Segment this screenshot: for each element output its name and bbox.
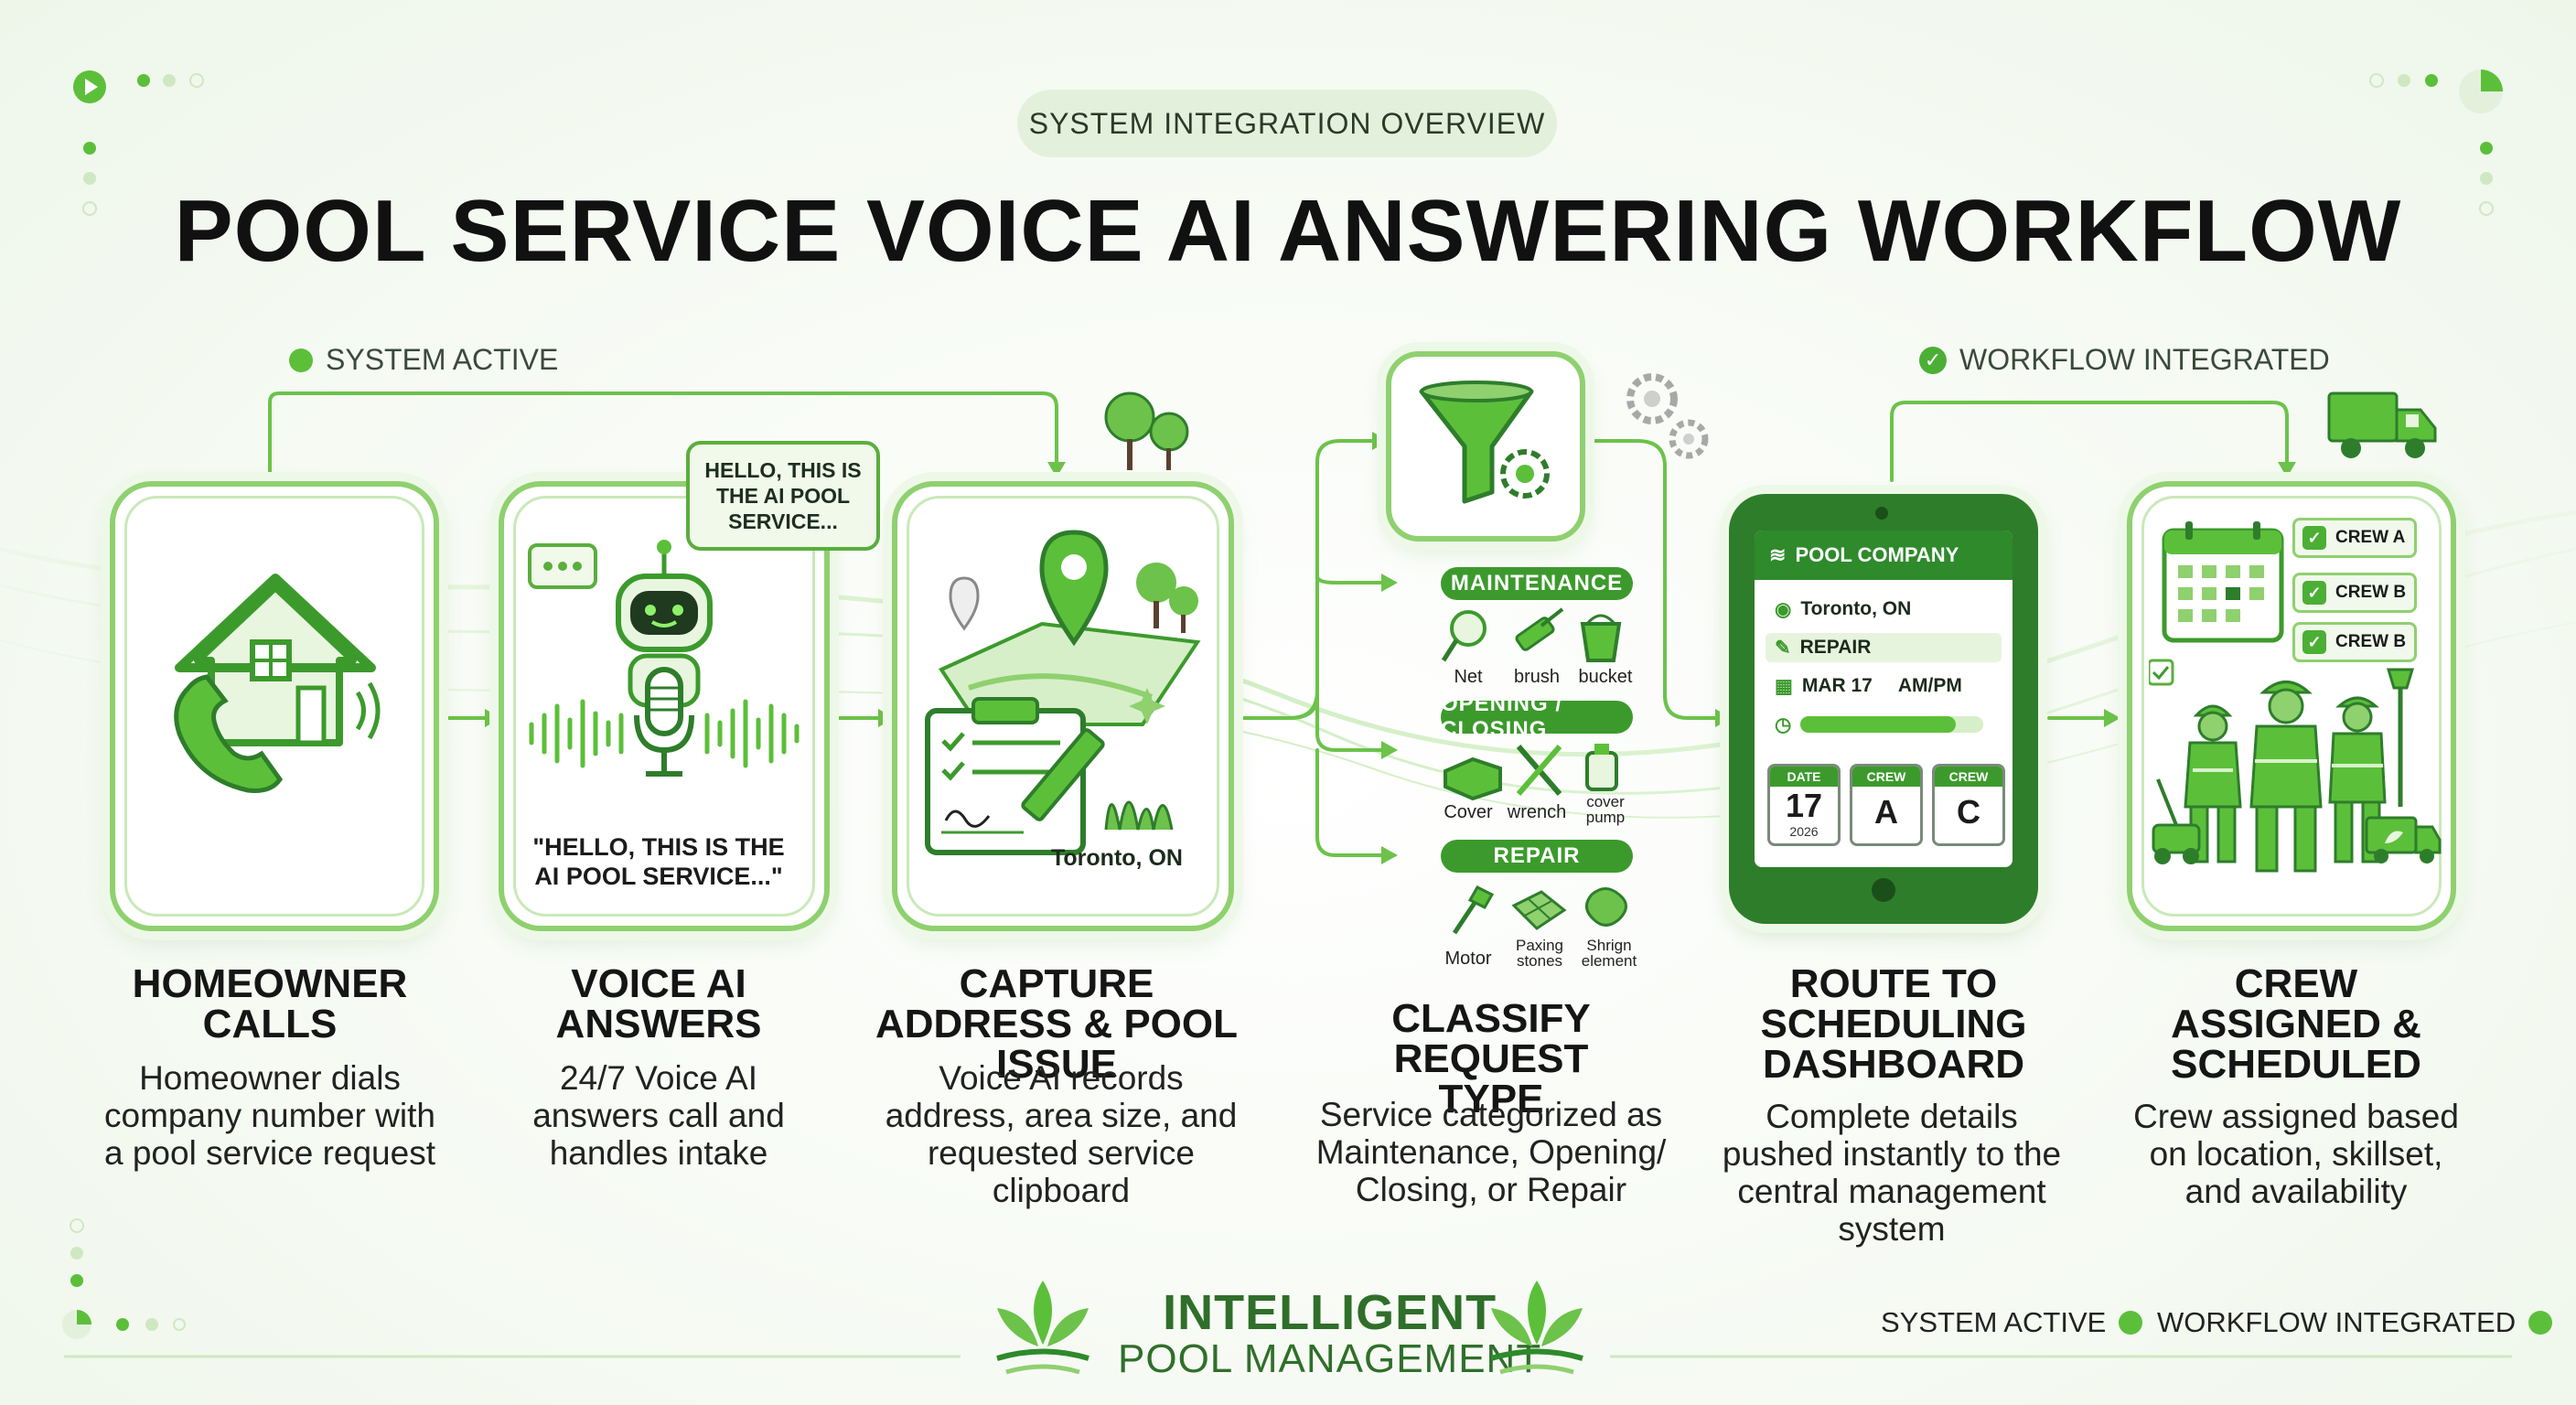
step-desc-voice-ai: 24/7 Voice AI answers call and handles i…: [532, 1059, 785, 1172]
brand-line1: INTELLIGENT: [1163, 1285, 1497, 1340]
progress-track: [1800, 716, 1984, 733]
step-desc-crew: Crew assigned based on location, skillse…: [2133, 1098, 2459, 1210]
category-repair: REPAIR: [1441, 840, 1633, 873]
item-bucket: bucket: [1578, 667, 1633, 687]
step-card-homeowner: [110, 481, 439, 931]
system-active-label: SYSTEM ACTIVE: [326, 343, 559, 376]
step-title-homeowner: HOMEOWNER CALLS: [132, 961, 408, 1046]
map-clipboard-icon: [925, 530, 1201, 855]
repair-tools-icon: [1452, 885, 1627, 935]
step-desc-homeowner: Homeowner dials company number with a po…: [104, 1059, 435, 1172]
gears-icon: [1626, 373, 1709, 459]
dashboard-header: ≋ POOL COMPANY: [1755, 531, 2012, 580]
brand-wordmark: INTELLIGENT POOL MANAGEMENT: [1118, 1288, 1541, 1381]
step-card-voice-ai: [499, 481, 830, 931]
step-desc-route: Complete details pushed instantly to the…: [1722, 1098, 2062, 1248]
step-desc-capture: Voice AI records address, area size, and…: [885, 1059, 1238, 1209]
step-title-route: ROUTE TO SCHEDULING DASHBOARD: [1760, 961, 2027, 1087]
step-card-crew: [2127, 481, 2456, 931]
status-dot-icon: [2119, 1311, 2143, 1335]
wave-logo-icon: ≋: [1769, 543, 1787, 566]
item-cover-pump: cover pump: [1585, 793, 1626, 826]
phone-house-icon: [174, 574, 381, 793]
calendar-small-icon: ▦: [1775, 675, 1793, 697]
ai-speech-bubble: HELLO, THIS IS THE AI POOL SERVICE...: [686, 441, 880, 551]
funnel-gear-icon: [1419, 381, 1550, 504]
dashboard-date: MAR 17: [1801, 675, 1873, 696]
step-title-voice-ai: VOICE AI ANSWERS: [555, 961, 762, 1046]
status-dot-icon: [289, 348, 313, 372]
dashboard-company: POOL COMPANY: [1795, 543, 1959, 566]
opening-closing-tools-icon: [1444, 744, 1618, 801]
check-circle-icon: ✓: [1919, 346, 1947, 374]
dashboard-progress-row: ◷: [1766, 710, 2002, 739]
footer-workflow-integrated: WORKFLOW INTEGRATED: [2157, 1306, 2553, 1339]
capture-location-label: Toronto, ON: [1051, 845, 1183, 871]
status-dot-icon: [2528, 1311, 2553, 1335]
workflow-integrated-status: ✓ WORKFLOW INTEGRATED: [1919, 343, 2330, 377]
classify-funnel-card: [1386, 351, 1585, 542]
system-active-status: SYSTEM ACTIVE: [289, 343, 558, 377]
step-title-classify: CLASSIFY REQUEST TYPE: [1391, 996, 1591, 1121]
item-wrench: wrench: [1507, 802, 1567, 822]
crew-chip-b-2: ✓CREW B: [2292, 622, 2417, 662]
leaf-logo-right-icon: [1490, 1281, 1583, 1375]
wrench-icon: ✎: [1775, 637, 1791, 659]
leaf-logo-left-icon: [996, 1281, 1089, 1375]
dashboard-date-row: ▦ MAR 17 AM/PM: [1766, 671, 2002, 701]
scheduling-dashboard-tablet: ≋ POOL COMPANY ◉ Toronto, ON ✎ REPAIR ▦ …: [1729, 494, 2038, 924]
item-paving-stones: Paxing stones: [1516, 937, 1563, 970]
check-icon: ✓: [2302, 526, 2326, 550]
step-title-crew: CREW ASSIGNED & SCHEDULED: [2171, 961, 2421, 1087]
maintenance-tools-icon: [1441, 607, 1622, 662]
item-brush: brush: [1513, 667, 1561, 687]
truck-icon: [2327, 391, 2437, 458]
dashboard-crew-c-box: CREW C: [1932, 764, 2005, 846]
crew-chip-a: ✓CREW A: [2292, 518, 2417, 558]
dashboard-service: REPAIR: [1799, 637, 1872, 658]
check-icon: ✓: [2302, 581, 2326, 605]
robot-icon: [528, 540, 800, 777]
section-pill: SYSTEM INTEGRATION OVERVIEW: [1017, 90, 1557, 157]
dashboard-location-row: ◉ Toronto, ON: [1766, 595, 2002, 624]
calendar-icon: [2162, 521, 2284, 643]
dashboard-date-box: DATE 17 2026: [1767, 764, 1841, 846]
item-net: Net: [1454, 667, 1483, 687]
crew-chip-b: ✓CREW B: [2292, 573, 2417, 613]
dashboard-service-row: ✎ REPAIR: [1766, 633, 2002, 662]
item-cover: Cover: [1444, 802, 1493, 822]
dashboard-time: AM/PM: [1897, 675, 1962, 696]
ai-greeting-quote: "HELLO, THIS IS THE AI POOL SERVICE...": [532, 833, 785, 890]
item-motor: Motor: [1444, 949, 1492, 969]
dashboard-location: Toronto, ON: [1800, 598, 1912, 619]
brand-line2: POOL MANAGEMENT: [1118, 1336, 1542, 1381]
step-card-capture: Toronto, ON: [892, 481, 1234, 931]
item-shrign-element: Shrign element: [1581, 937, 1637, 970]
pin-icon: ◉: [1775, 598, 1792, 620]
footer-system-active: SYSTEM ACTIVE: [1881, 1306, 2143, 1339]
clock-icon: ◷: [1775, 713, 1792, 735]
progress-fill: [1800, 716, 1957, 733]
page-title: POOL SERVICE VOICE AI ANSWERING WORKFLOW: [174, 182, 2402, 280]
tablet-home-button: [1872, 878, 1895, 902]
category-opening-closing: OPENING / CLOSING: [1441, 692, 1633, 742]
step-desc-classify: Service categorized as Maintenance, Open…: [1315, 1096, 1667, 1208]
category-maintenance: MAINTENANCE: [1441, 567, 1633, 600]
check-icon: ✓: [2302, 630, 2326, 654]
workflow-integrated-label: WORKFLOW INTEGRATED: [1959, 343, 2330, 376]
trees-icon: [1104, 391, 1189, 470]
step-title-capture: CAPTURE ADDRESS & POOL ISSUE: [875, 961, 1239, 1087]
dashboard-crew-a-box: CREW A: [1850, 764, 1923, 846]
workers-icon: [2149, 659, 2442, 873]
